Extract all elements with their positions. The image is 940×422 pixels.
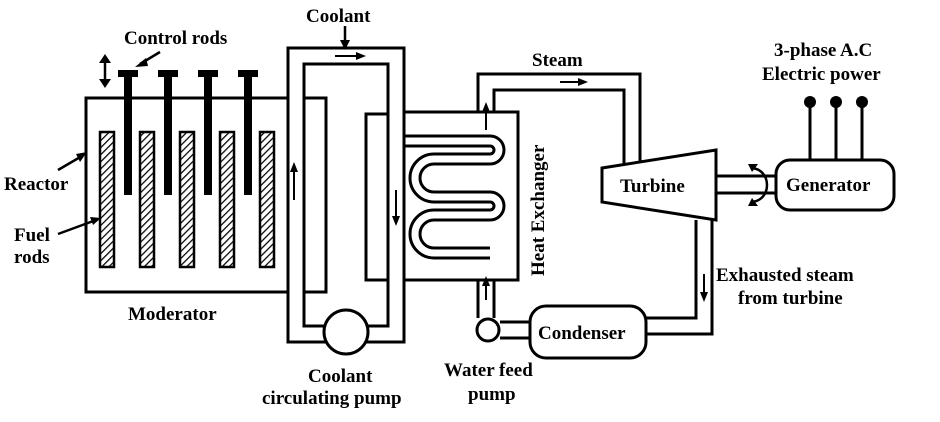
label-water-feed-line1: Water feed — [444, 360, 533, 381]
fuel-rod — [138, 130, 156, 269]
control-rod — [118, 70, 138, 195]
fuel-rod — [218, 130, 236, 269]
label-steam: Steam — [532, 50, 583, 71]
heat-exchanger-coil-inner — [404, 144, 496, 260]
label-exhausted-line2: from turbine — [738, 288, 843, 309]
steam-pipe-inner — [492, 88, 626, 168]
coolant-loop-inner — [302, 62, 390, 328]
label-fuel-line1: Fuel — [14, 225, 50, 246]
control-rods — [118, 70, 258, 195]
label-generator: Generator — [786, 175, 871, 196]
steam-flow-arrow — [560, 78, 588, 86]
label-coolant-pump-line1: Coolant — [308, 366, 373, 387]
label-reactor: Reactor — [4, 174, 69, 195]
water-feed-pump — [475, 317, 501, 343]
label-coolant-pump-line2: circulating pump — [262, 388, 402, 409]
label-exhausted-line1: Exhausted steam — [716, 265, 854, 286]
heat-exchanger-vessel — [402, 110, 520, 282]
fuel-rod — [178, 130, 196, 269]
steam-pipe-outer — [476, 72, 642, 168]
label-control-rods: Control rods — [124, 28, 227, 49]
exhaust-pipe-inner — [646, 220, 698, 320]
condenser — [528, 304, 648, 360]
coolant-circulating-pump — [322, 308, 370, 356]
label-three-phase-line2: Electric power — [762, 64, 881, 85]
three-phase-terminals — [804, 96, 868, 160]
label-heat-exchanger: Heat Exchanger — [528, 144, 549, 276]
control-rod — [198, 70, 218, 195]
heat-exchanger-coil-outer — [404, 134, 506, 250]
label-three-phase-line1: 3-phase A.C — [774, 40, 872, 61]
label-water-feed-line2: pump — [468, 384, 516, 405]
coolant-channel-right — [364, 112, 390, 282]
exhaust-pipe-outer — [646, 220, 714, 336]
control-rod — [238, 70, 258, 195]
coolant-inlet-arrow — [335, 26, 366, 60]
coolant-channel-left — [302, 96, 328, 294]
feed-flow-arrow — [482, 276, 490, 300]
exhaust-flow-arrow — [700, 274, 708, 302]
rotation-arrow-icon — [748, 164, 769, 206]
label-condenser: Condenser — [538, 323, 626, 344]
steam-rise-arrow — [482, 102, 490, 130]
turbine — [600, 148, 718, 222]
label-moderator: Moderator — [128, 304, 217, 325]
fuel-rods — [98, 130, 276, 269]
flow-arrow-up — [290, 162, 298, 200]
label-coolant: Coolant — [306, 6, 371, 27]
fuel-rod — [258, 130, 276, 269]
control-rod — [158, 70, 178, 195]
label-fuel-line2: rods — [14, 247, 50, 268]
updown-arrow-icon — [99, 54, 111, 88]
pointer-reactor — [57, 152, 87, 172]
pointer-fuel-rods — [57, 217, 101, 236]
label-turbine: Turbine — [620, 176, 685, 197]
pointer-control-rods — [135, 50, 161, 67]
flow-arrow-down — [392, 190, 400, 226]
fuel-rod — [98, 130, 116, 269]
